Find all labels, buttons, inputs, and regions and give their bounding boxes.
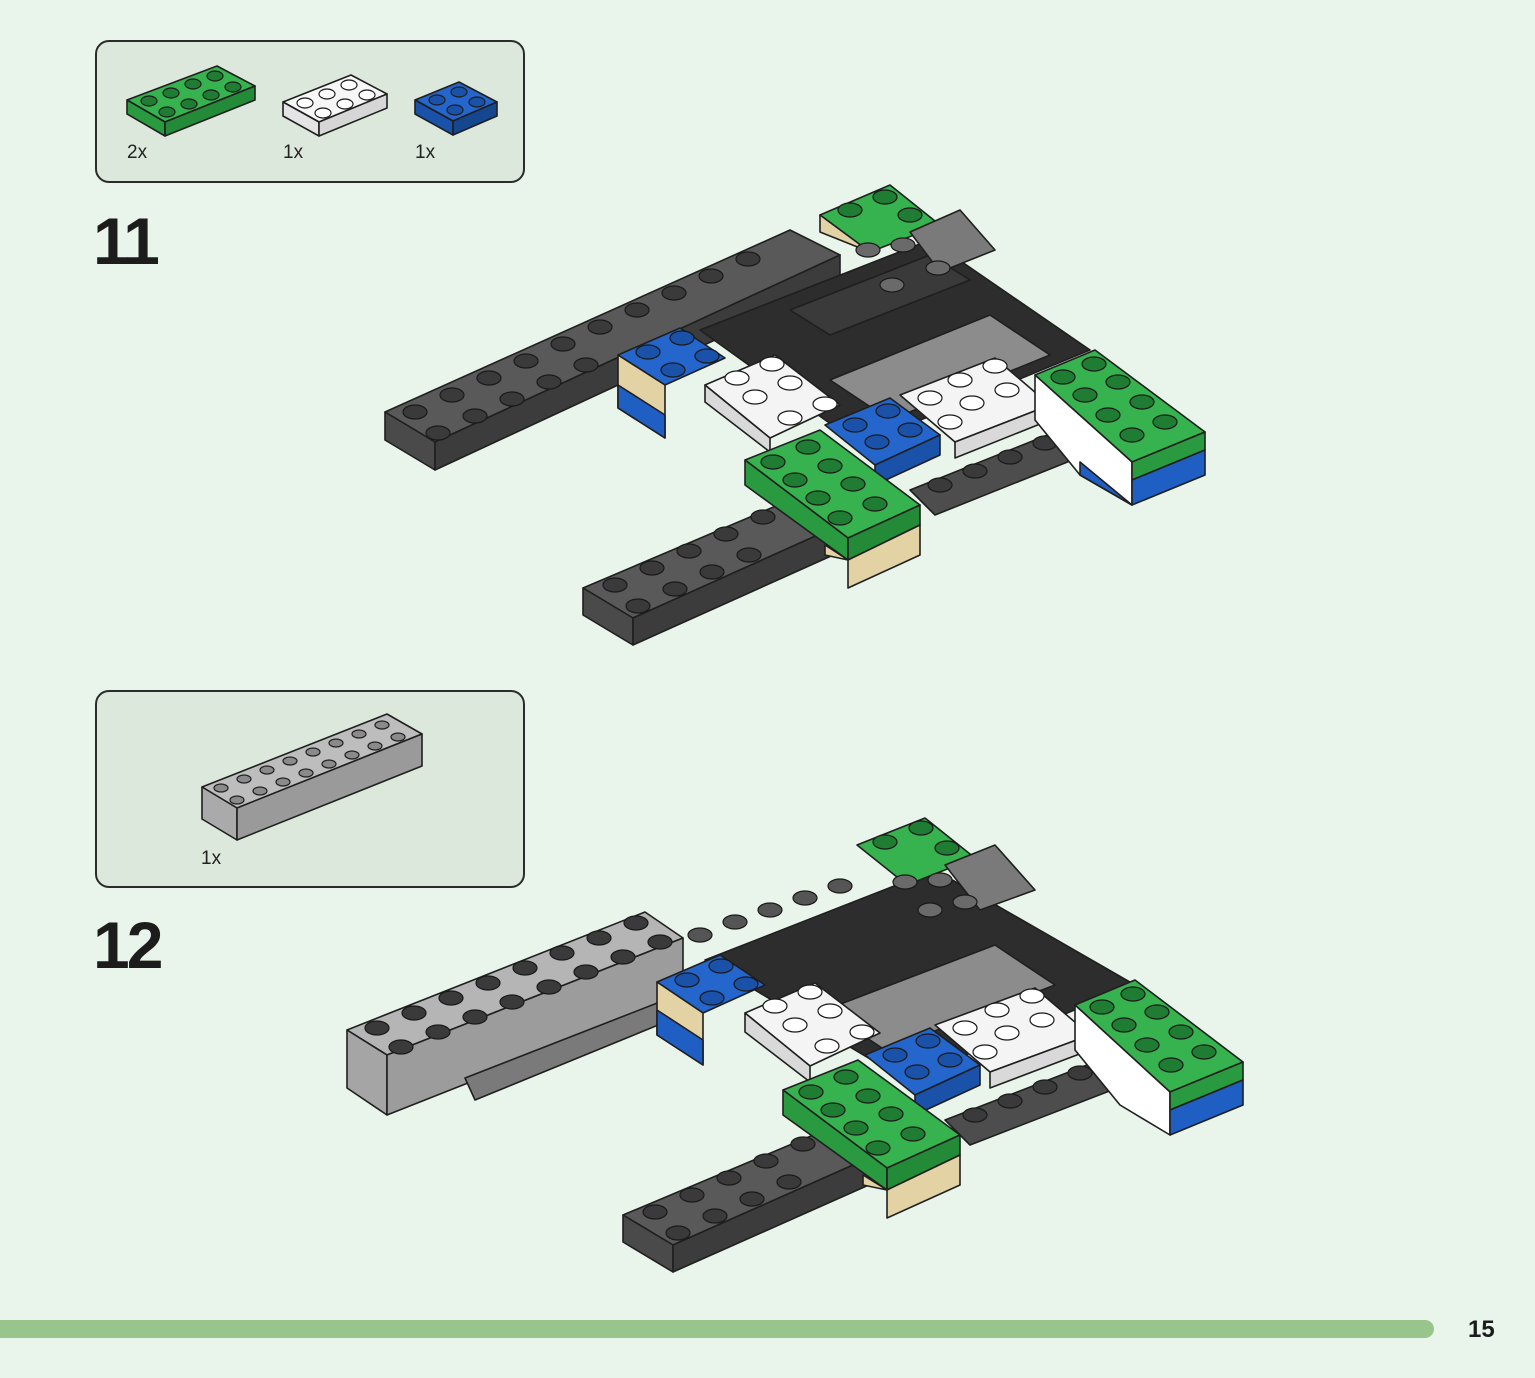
step-number: 11	[93, 204, 160, 278]
white-plate-right	[899, 357, 1051, 459]
qty-blue-plate: 1x	[415, 142, 436, 163]
dark-gray-strip-right	[944, 1059, 1126, 1146]
dark-gray-arm-lower	[622, 1127, 881, 1273]
step-11-model-illustration	[384, 184, 1206, 646]
dark-gray-strip-right	[909, 429, 1086, 516]
blue-plate-center	[864, 1027, 981, 1116]
green-plate-top	[819, 184, 996, 293]
white-plate-right	[934, 987, 1091, 1089]
blue-plate-2x2	[414, 81, 498, 136]
blue-plate-left	[617, 327, 726, 439]
green-plate-lower	[744, 429, 921, 589]
qty-green-plate: 2x	[127, 142, 148, 163]
step-number: 12	[93, 908, 163, 982]
green-plate-right	[1074, 979, 1244, 1136]
step-12-model-illustration	[346, 817, 1244, 1273]
step-11-parts-illustration	[126, 65, 498, 137]
white-plate-2x3	[282, 74, 388, 137]
light-gray-brick-2x8	[346, 911, 696, 1116]
dark-gray-back-row	[687, 878, 853, 943]
step-11-parts-box: 2x 1x 1x	[95, 40, 525, 183]
blue-plate-left	[656, 954, 766, 1066]
dark-gray-arm-lower	[582, 499, 841, 646]
white-plate-left	[744, 982, 881, 1083]
white-plate-left	[704, 354, 841, 453]
page-number: 15	[1468, 1316, 1495, 1343]
green-plate-lower	[782, 1059, 961, 1219]
green-plate-right	[1034, 349, 1206, 506]
green-plate-2x4	[126, 65, 256, 137]
step-12-parts-box: 1x	[95, 690, 525, 888]
light-gray-brick-2x8	[201, 713, 423, 841]
qty-white-plate: 1x	[283, 142, 304, 163]
step-12-parts-illustration	[201, 713, 423, 841]
qty-light-gray-brick: 1x	[201, 848, 222, 869]
footer-progress-bar	[0, 1320, 1434, 1338]
green-plate-top	[856, 817, 1036, 918]
